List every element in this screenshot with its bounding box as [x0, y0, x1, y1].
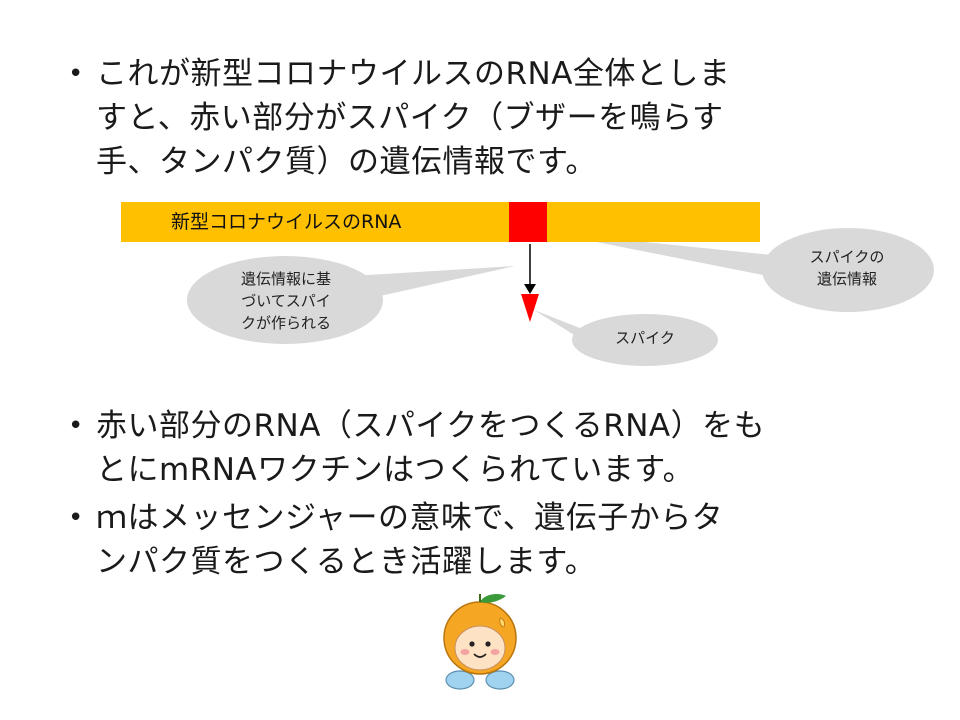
bullet-3: • ｍはメッセンジャーの意味で、遺伝子からタ ンパク質をつくるとき活躍します。	[68, 496, 888, 584]
callout-pointer-spike-gene	[546, 232, 778, 278]
spike-triangle	[521, 294, 539, 322]
bullet-text: これが新型コロナウイルスのRNA全体としま すと、赤い部分がスパイク（ブザーを鳴…	[96, 56, 731, 180]
callout-gene-to-spike: 遺伝情報に基 づいてスパイ クが作られる	[240, 270, 331, 332]
callout-spike-gene: スパイクの 遺伝情報	[809, 248, 885, 288]
callout-pointer-spike	[534, 310, 592, 346]
bullet-marker: •	[68, 503, 84, 533]
arrowhead	[524, 284, 536, 294]
callout-spike: スパイク	[615, 329, 675, 347]
bullet-marker: •	[68, 411, 84, 441]
bullet-text: 赤い部分のRNA（スパイクをつくるRNA）をも とにmRNAワクチンはつくられて…	[96, 408, 766, 488]
rna-label: 新型コロナウイルスのRNA	[171, 211, 402, 233]
bullet-marker: •	[68, 59, 84, 89]
bullet-2: • 赤い部分のRNA（スパイクをつくるRNA）をも とにmRNAワクチンはつくら…	[68, 404, 888, 492]
callout-bubble-gene-to-spike	[187, 256, 383, 344]
spike-gene-segment	[509, 202, 547, 242]
orange-mascot-icon	[443, 594, 517, 690]
callout-bubble-spike-gene	[762, 228, 934, 312]
bullet-text: ｍはメッセンジャーの意味で、遺伝子からタ ンパク質をつくるとき活躍します。	[96, 500, 724, 580]
bullet-1: • これが新型コロナウイルスのRNA全体としま すと、赤い部分がスパイク（ブザー…	[68, 52, 858, 184]
callout-bubble-spike	[572, 314, 718, 366]
rna-bar: 新型コロナウイルスのRNA	[121, 202, 760, 242]
callout-pointer-gene-to-spike	[352, 266, 515, 300]
